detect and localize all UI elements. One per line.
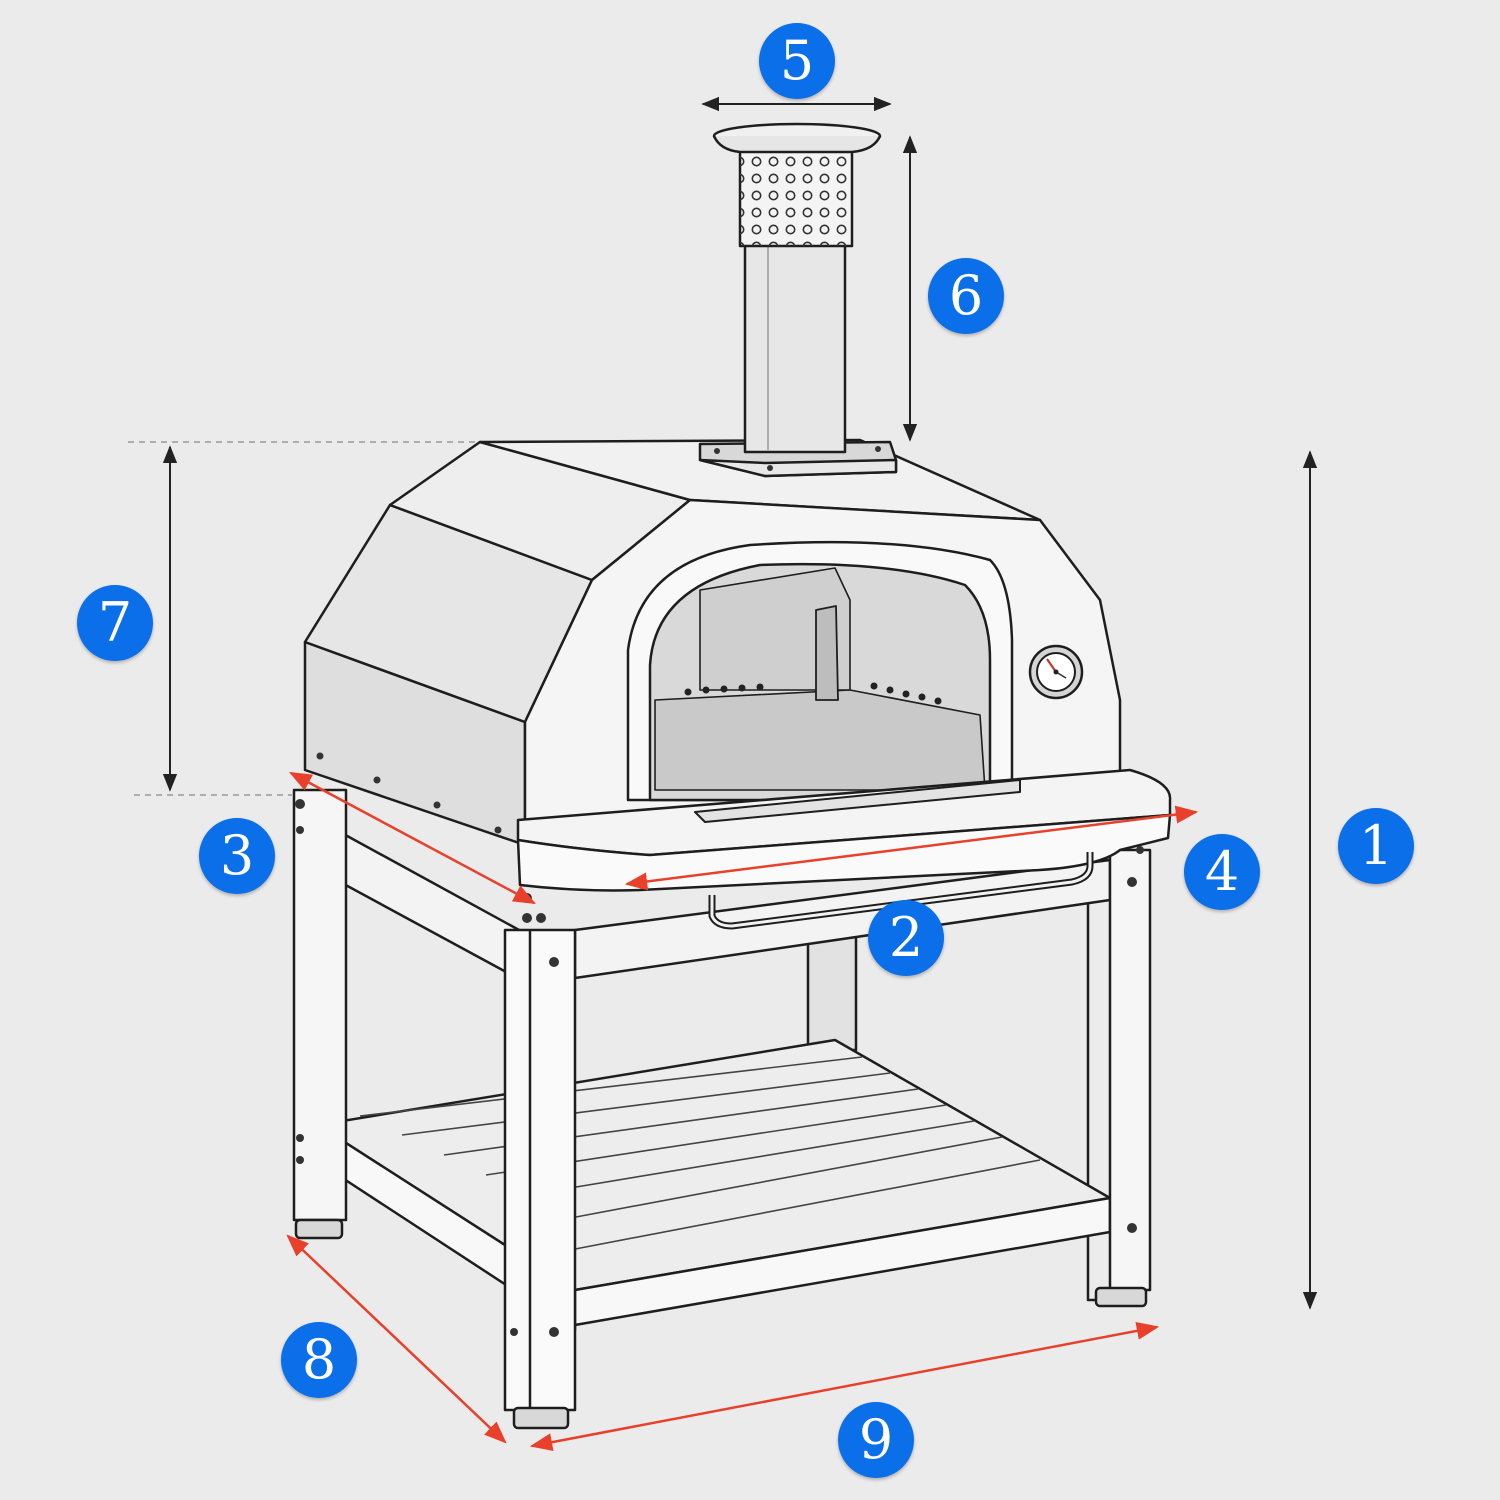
- callout-9: 9: [838, 1402, 914, 1478]
- callout-label: 2: [888, 906, 924, 969]
- callout-label: 5: [779, 29, 815, 92]
- front-center-leg: [503, 928, 577, 1412]
- callout-label: 1: [1358, 814, 1394, 877]
- foot: [512, 1406, 570, 1430]
- callout-1: 1: [1338, 808, 1414, 884]
- callout-label: 4: [1204, 840, 1240, 903]
- callout-2: 2: [868, 900, 944, 976]
- callout-4: 4: [1184, 834, 1260, 910]
- oven-inner-back: [699, 567, 851, 691]
- callout-3: 3: [199, 818, 275, 894]
- dimension-line-8: [286, 1234, 507, 1444]
- front-right-leg: [1108, 848, 1152, 1292]
- thermometer-icon: [1028, 644, 1084, 700]
- callout-label: 3: [219, 824, 255, 887]
- dimension-line-9: [529, 1321, 1160, 1452]
- back-left-leg: [806, 928, 858, 1052]
- callout-5: 5: [759, 23, 835, 99]
- callout-7: 7: [77, 585, 153, 661]
- dimension-line-3: [289, 771, 536, 905]
- vent-holes: [684, 682, 942, 705]
- chimney: [698, 122, 898, 478]
- inner-baffle: [815, 605, 839, 701]
- callout-6: 6: [928, 258, 1004, 334]
- callout-label: 8: [301, 1328, 337, 1391]
- foot: [294, 1218, 344, 1240]
- dimension-lines: [128, 96, 1318, 1452]
- dimension-line-2: [624, 805, 1199, 891]
- callout-8: 8: [281, 1322, 357, 1398]
- callout-label: 6: [948, 264, 984, 327]
- callout-label: 7: [97, 591, 133, 654]
- callout-label: 9: [858, 1408, 894, 1471]
- foot: [1094, 1286, 1148, 1308]
- front-left-leg: [292, 788, 348, 1222]
- chimney-pipe: [743, 238, 847, 454]
